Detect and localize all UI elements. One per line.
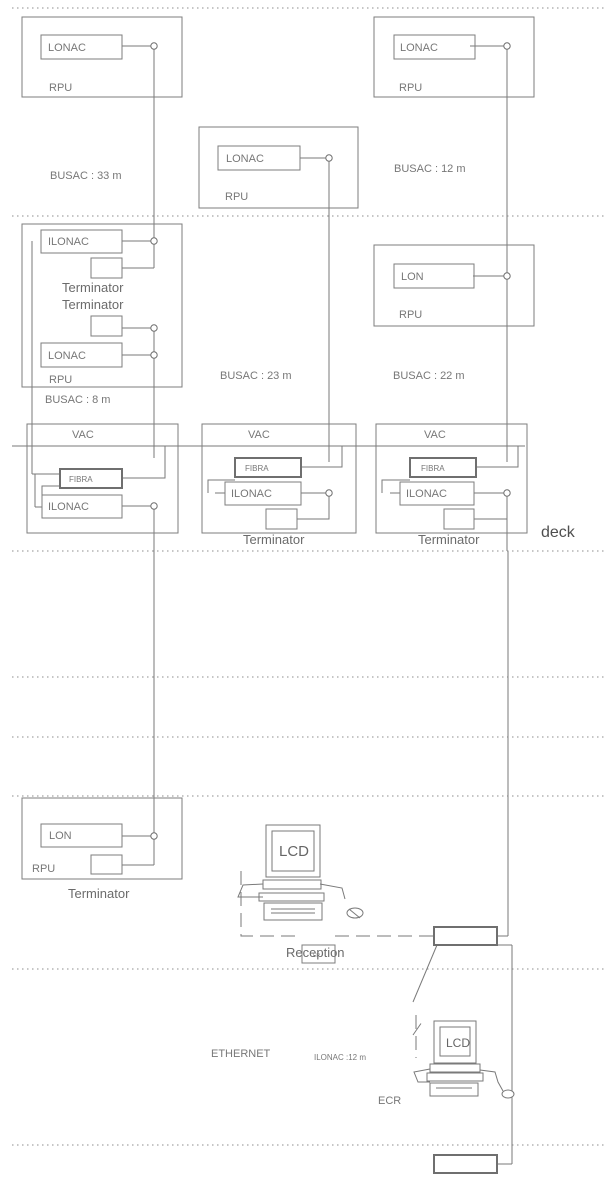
terminator-label-right: Terminator: [418, 532, 480, 547]
fibra-label-left: FIBRA: [69, 475, 93, 484]
terminator-box-left-upper: [90, 257, 123, 279]
rpu-top-right: LONAC RPU: [373, 16, 535, 98]
er-box: [301, 944, 336, 964]
ilonac-12-label: ILONAC :12 m: [314, 1053, 366, 1062]
rpu-label-middle-top: RPU: [225, 191, 248, 203]
rpu-label-left-middle: RPU: [49, 374, 72, 386]
busac-22-label: BUSAC : 22 m: [393, 370, 465, 382]
ilonac-label-vac-middle: ILONAC: [231, 488, 272, 500]
ecr-terminator-box-top: [433, 926, 498, 946]
er-label: ER: [313, 953, 320, 959]
rpu-bottom-left: LON RPU Terminator: [21, 797, 183, 901]
lon-box-right-middle: [393, 263, 475, 289]
vac-label-left: VAC: [72, 429, 94, 441]
ilonac-box-vac-right: [399, 481, 475, 506]
deck-lines: [12, 7, 604, 1146]
lonac-label-top-left: LONAC: [48, 42, 86, 54]
fibra-box-right: [409, 457, 477, 478]
terminator-label-bottom-left: Terminator: [68, 886, 130, 901]
rpu-label-bottom-left: RPU: [32, 863, 55, 875]
reception-label: Reception: [286, 945, 345, 960]
rpu-right-middle: LON RPU: [373, 244, 535, 327]
lon-label-right-middle: LON: [401, 271, 424, 283]
lcd-label-ecr: LCD: [446, 1036, 470, 1050]
ethernet-label: ETHERNET: [211, 1048, 271, 1060]
lonac-box-top-right: [393, 34, 476, 60]
terminator-label-left-upper: Terminator: [62, 280, 124, 295]
busac-12-label: BUSAC : 12 m: [394, 163, 466, 175]
terminator-box-bottom-left: [90, 854, 123, 875]
lcd-label-reception: LCD: [279, 843, 309, 860]
vac-left: VAC FIBRA ILONAC: [26, 423, 179, 534]
deck-label: deck: [541, 524, 576, 541]
rpu-middle-top: LONAC RPU: [198, 126, 359, 209]
busac-33-label: BUSAC : 33 m: [50, 170, 122, 182]
fibra-box-left: [59, 468, 123, 489]
vac-label-middle: VAC: [248, 429, 270, 441]
busac-23-label: BUSAC : 23 m: [220, 370, 292, 382]
rpu-left-middle: ILONAC Terminator Terminator LONAC RPU: [21, 223, 183, 388]
vac-label-right: VAC: [424, 429, 446, 441]
ethernet-section: ER ETHERNET ILONAC :12 m ECR: [211, 926, 498, 1174]
lonac-label-top-right: LONAC: [400, 42, 438, 54]
vac-right: VAC FIBRA ILONAC Terminator: [375, 423, 528, 547]
lonac-box-middle-top: [217, 145, 301, 171]
lon-label-bottom-left: LON: [49, 830, 72, 842]
vac-middle: VAC FIBRA ILONAC Terminator: [201, 423, 357, 547]
ilonac-label-left-middle: ILONAC: [48, 236, 89, 248]
busac-labels: BUSAC : 33 m BUSAC : 12 m BUSAC : 8 m BU…: [45, 163, 466, 406]
lon-box-bottom-left: [40, 823, 123, 848]
lonac-box-left-middle: [40, 342, 123, 368]
lonac-box-top-left: [40, 34, 123, 60]
ecr-label: ECR: [378, 1095, 401, 1107]
reception-pc: LCD Reception: [237, 824, 364, 960]
terminator-label-left-lower: Terminator: [62, 297, 124, 312]
terminator-label-middle: Terminator: [243, 532, 305, 547]
rpu-label-top-left: RPU: [49, 82, 72, 94]
ilonac-box-vac-middle: [224, 481, 302, 506]
ilonac-label-vac-right: ILONAC: [406, 488, 447, 500]
lonac-label-middle-top: LONAC: [226, 153, 264, 165]
rpu-top-left: LONAC RPU: [21, 16, 183, 98]
fibra-box-middle: [234, 457, 302, 478]
ecr-pc: LCD: [413, 1020, 515, 1099]
terminator-box-left-lower: [90, 315, 123, 337]
rpu-label-top-right: RPU: [399, 82, 422, 94]
ilonac-box-vac-left: [41, 494, 123, 519]
ecr-terminator-box-bottom: [433, 1154, 498, 1174]
terminator-box-middle: [265, 508, 298, 530]
rpu-label-right-middle: RPU: [399, 309, 422, 321]
lonac-label-left-middle: LONAC: [48, 350, 86, 362]
ilonac-box-left-middle: [40, 229, 123, 254]
fibra-label-middle: FIBRA: [245, 464, 269, 473]
ilonac-label-vac-left: ILONAC: [48, 501, 89, 513]
terminator-box-right: [443, 508, 475, 530]
wires: [12, 45, 525, 1165]
busac-8-label: BUSAC : 8 m: [45, 394, 110, 406]
fibra-label-right: FIBRA: [421, 464, 445, 473]
